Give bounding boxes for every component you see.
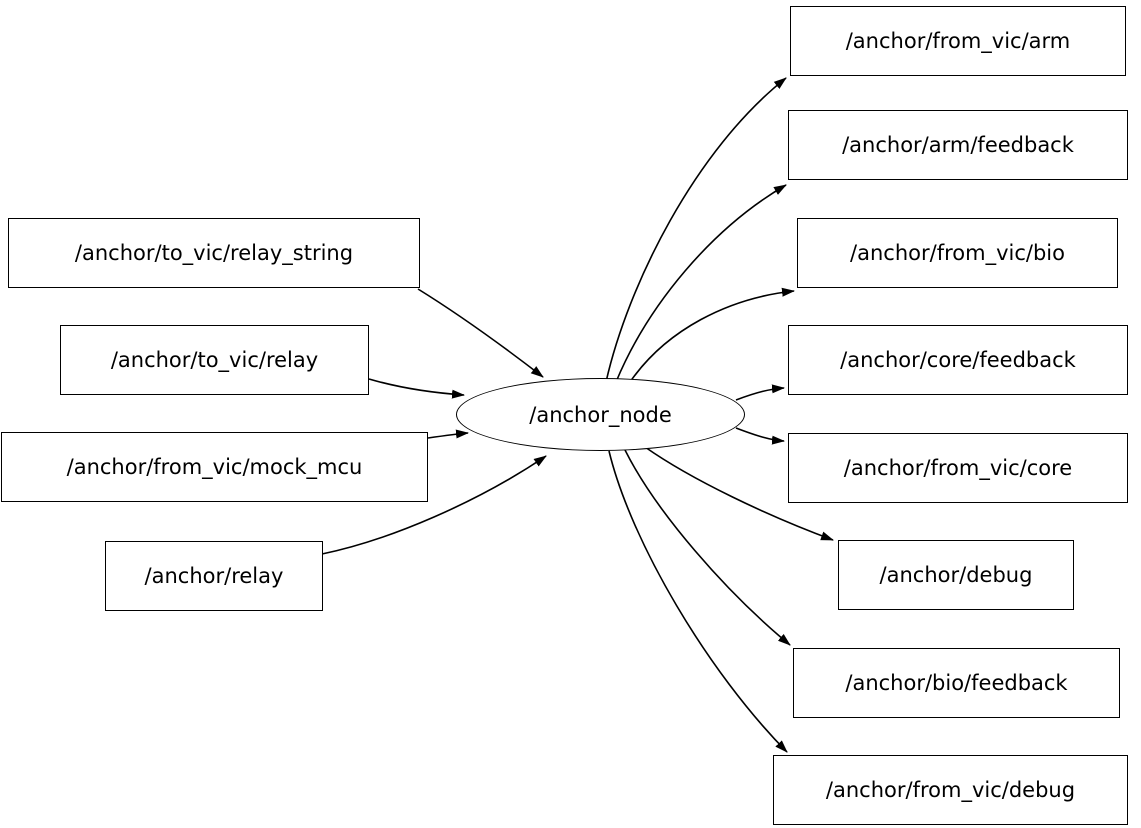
node-ellipse-anchor-node: /anchor_node bbox=[456, 378, 745, 451]
topic-box-anchor-arm-feedback: /anchor/arm/feedback bbox=[788, 110, 1128, 180]
edge-anchor-node-to-from-vic-debug bbox=[608, 450, 788, 753]
topic-box-anchor-bio-feedback: /anchor/bio/feedback bbox=[793, 648, 1120, 718]
edge-from-vic-mock-mcu-to-anchor-node bbox=[427, 429, 469, 439]
edge-to-vic-relay-to-anchor-node bbox=[368, 378, 465, 399]
topic-box-anchor-to-vic-relay-string: /anchor/to_vic/relay_string bbox=[8, 218, 420, 288]
topic-box-anchor-from-vic-debug: /anchor/from_vic/debug bbox=[773, 755, 1128, 825]
edge-anchor-node-to-from-vic-bio bbox=[629, 287, 795, 383]
edge-anchor-node-to-from-vic-core bbox=[735, 427, 785, 445]
edge-to-vic-relay-string-to-anchor-node bbox=[417, 288, 544, 378]
topic-box-anchor-from-vic-bio: /anchor/from_vic/bio bbox=[797, 218, 1118, 288]
edge-anchor-relay-to-anchor-node bbox=[321, 455, 547, 555]
edge-anchor-node-to-anchor-debug bbox=[644, 446, 834, 541]
edge-anchor-node-to-bio-feedback bbox=[624, 449, 791, 646]
edge-anchor-node-to-from-vic-arm bbox=[605, 77, 787, 383]
topic-box-anchor-core-feedback: /anchor/core/feedback bbox=[788, 325, 1128, 395]
edge-anchor-node-to-core-feedback bbox=[735, 384, 785, 401]
topic-box-anchor-to-vic-relay: /anchor/to_vic/relay bbox=[60, 325, 369, 395]
topic-box-anchor-from-vic-mock-mcu: /anchor/from_vic/mock_mcu bbox=[1, 432, 428, 502]
topic-box-anchor-relay: /anchor/relay bbox=[105, 541, 323, 611]
topic-box-anchor-from-vic-core: /anchor/from_vic/core bbox=[788, 433, 1128, 503]
edge-anchor-node-to-arm-feedback bbox=[615, 184, 787, 383]
topic-box-anchor-debug: /anchor/debug bbox=[838, 540, 1074, 610]
topic-box-anchor-from-vic-arm: /anchor/from_vic/arm bbox=[790, 6, 1126, 76]
